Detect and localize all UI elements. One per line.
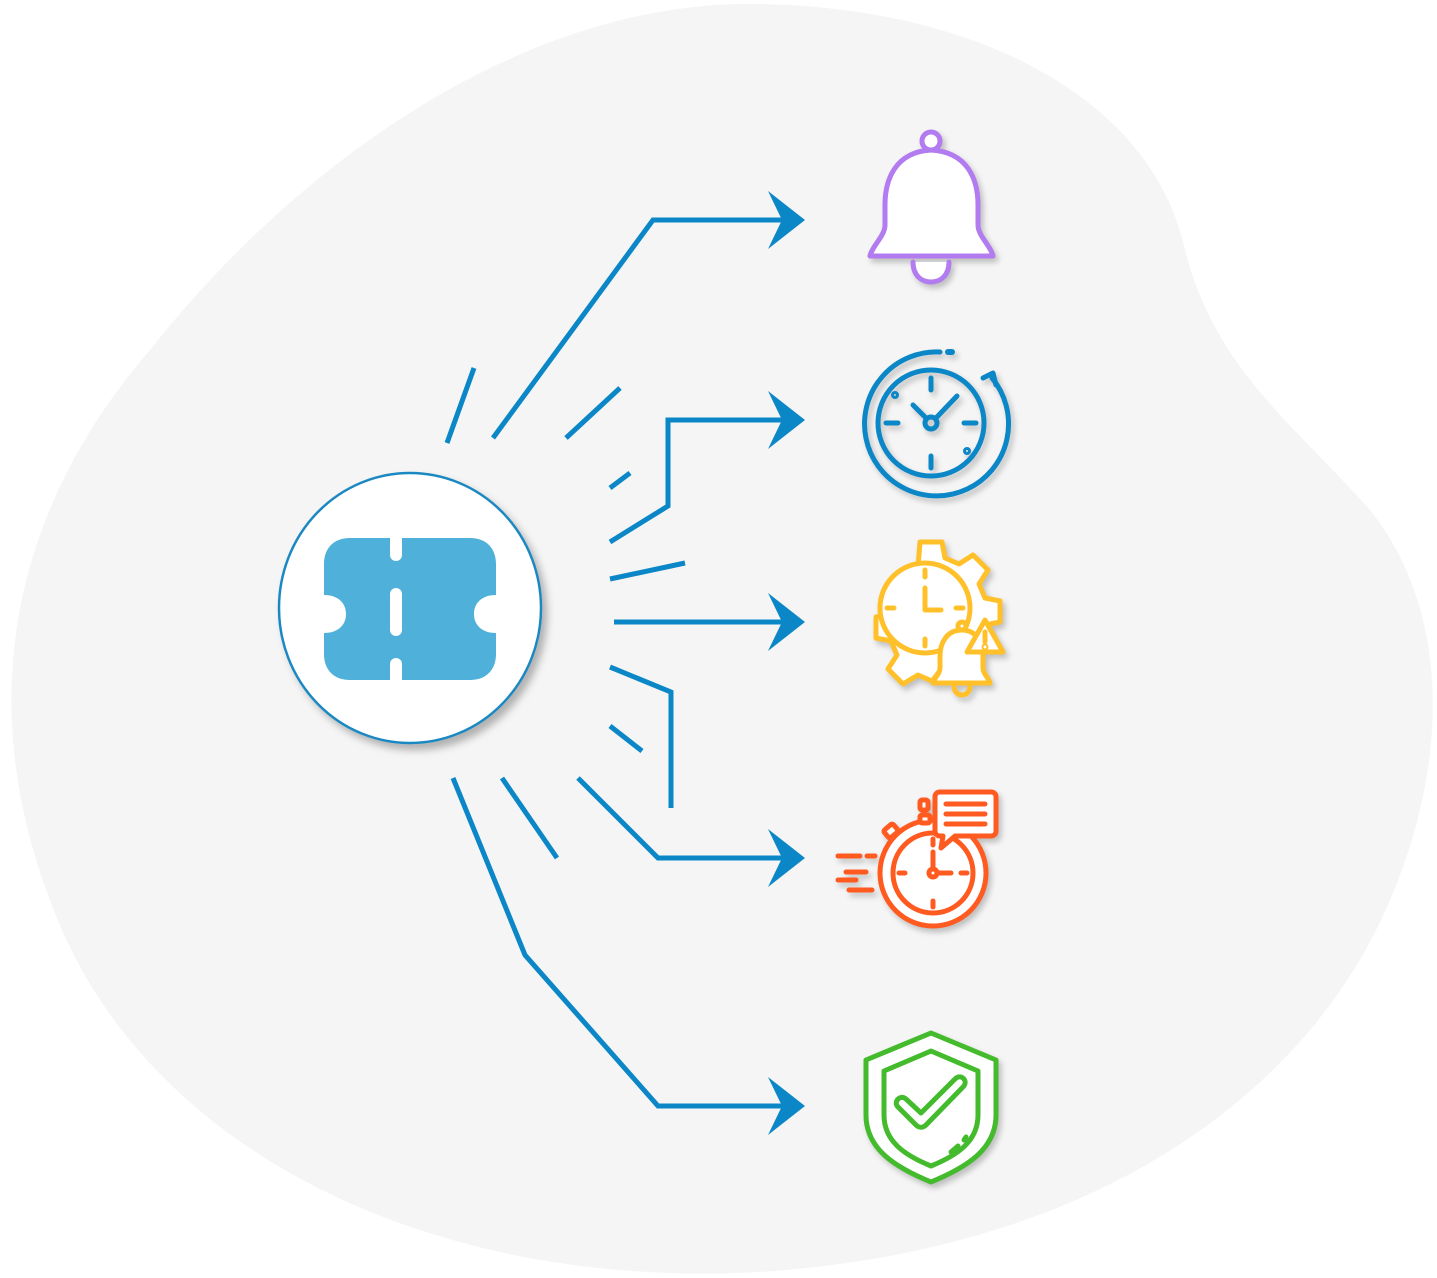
refresh-clock-icon — [862, 349, 1012, 499]
shield-check-icon — [863, 1030, 999, 1185]
arrowhead — [768, 1077, 805, 1135]
background-blob — [11, 3, 1433, 1274]
connector-dash — [608, 471, 632, 490]
connector-arrow-stopwatch — [576, 776, 790, 861]
arrowhead — [768, 191, 805, 249]
stopwatch-chat-icon — [835, 789, 999, 929]
arrowhead — [768, 829, 805, 887]
gear-clock-alert-icon — [873, 539, 1006, 698]
connector-dash — [609, 560, 686, 582]
arrowhead — [768, 593, 805, 651]
connector-group — [444, 217, 790, 1109]
connector-dash — [444, 367, 477, 444]
ticket-icon — [324, 533, 496, 686]
connector-dash — [608, 724, 644, 753]
hub-node — [277, 471, 543, 745]
connector-arrow-shield — [450, 777, 790, 1109]
connector-arrow-refresh-clock — [608, 417, 790, 545]
connector-dash — [564, 386, 622, 440]
connector-fork — [609, 664, 674, 808]
connector-arrow-bell — [490, 217, 790, 440]
arrowhead-group — [768, 191, 805, 1135]
connector-dash — [499, 776, 560, 860]
bell-icon — [867, 129, 996, 285]
arrowhead — [768, 391, 805, 449]
